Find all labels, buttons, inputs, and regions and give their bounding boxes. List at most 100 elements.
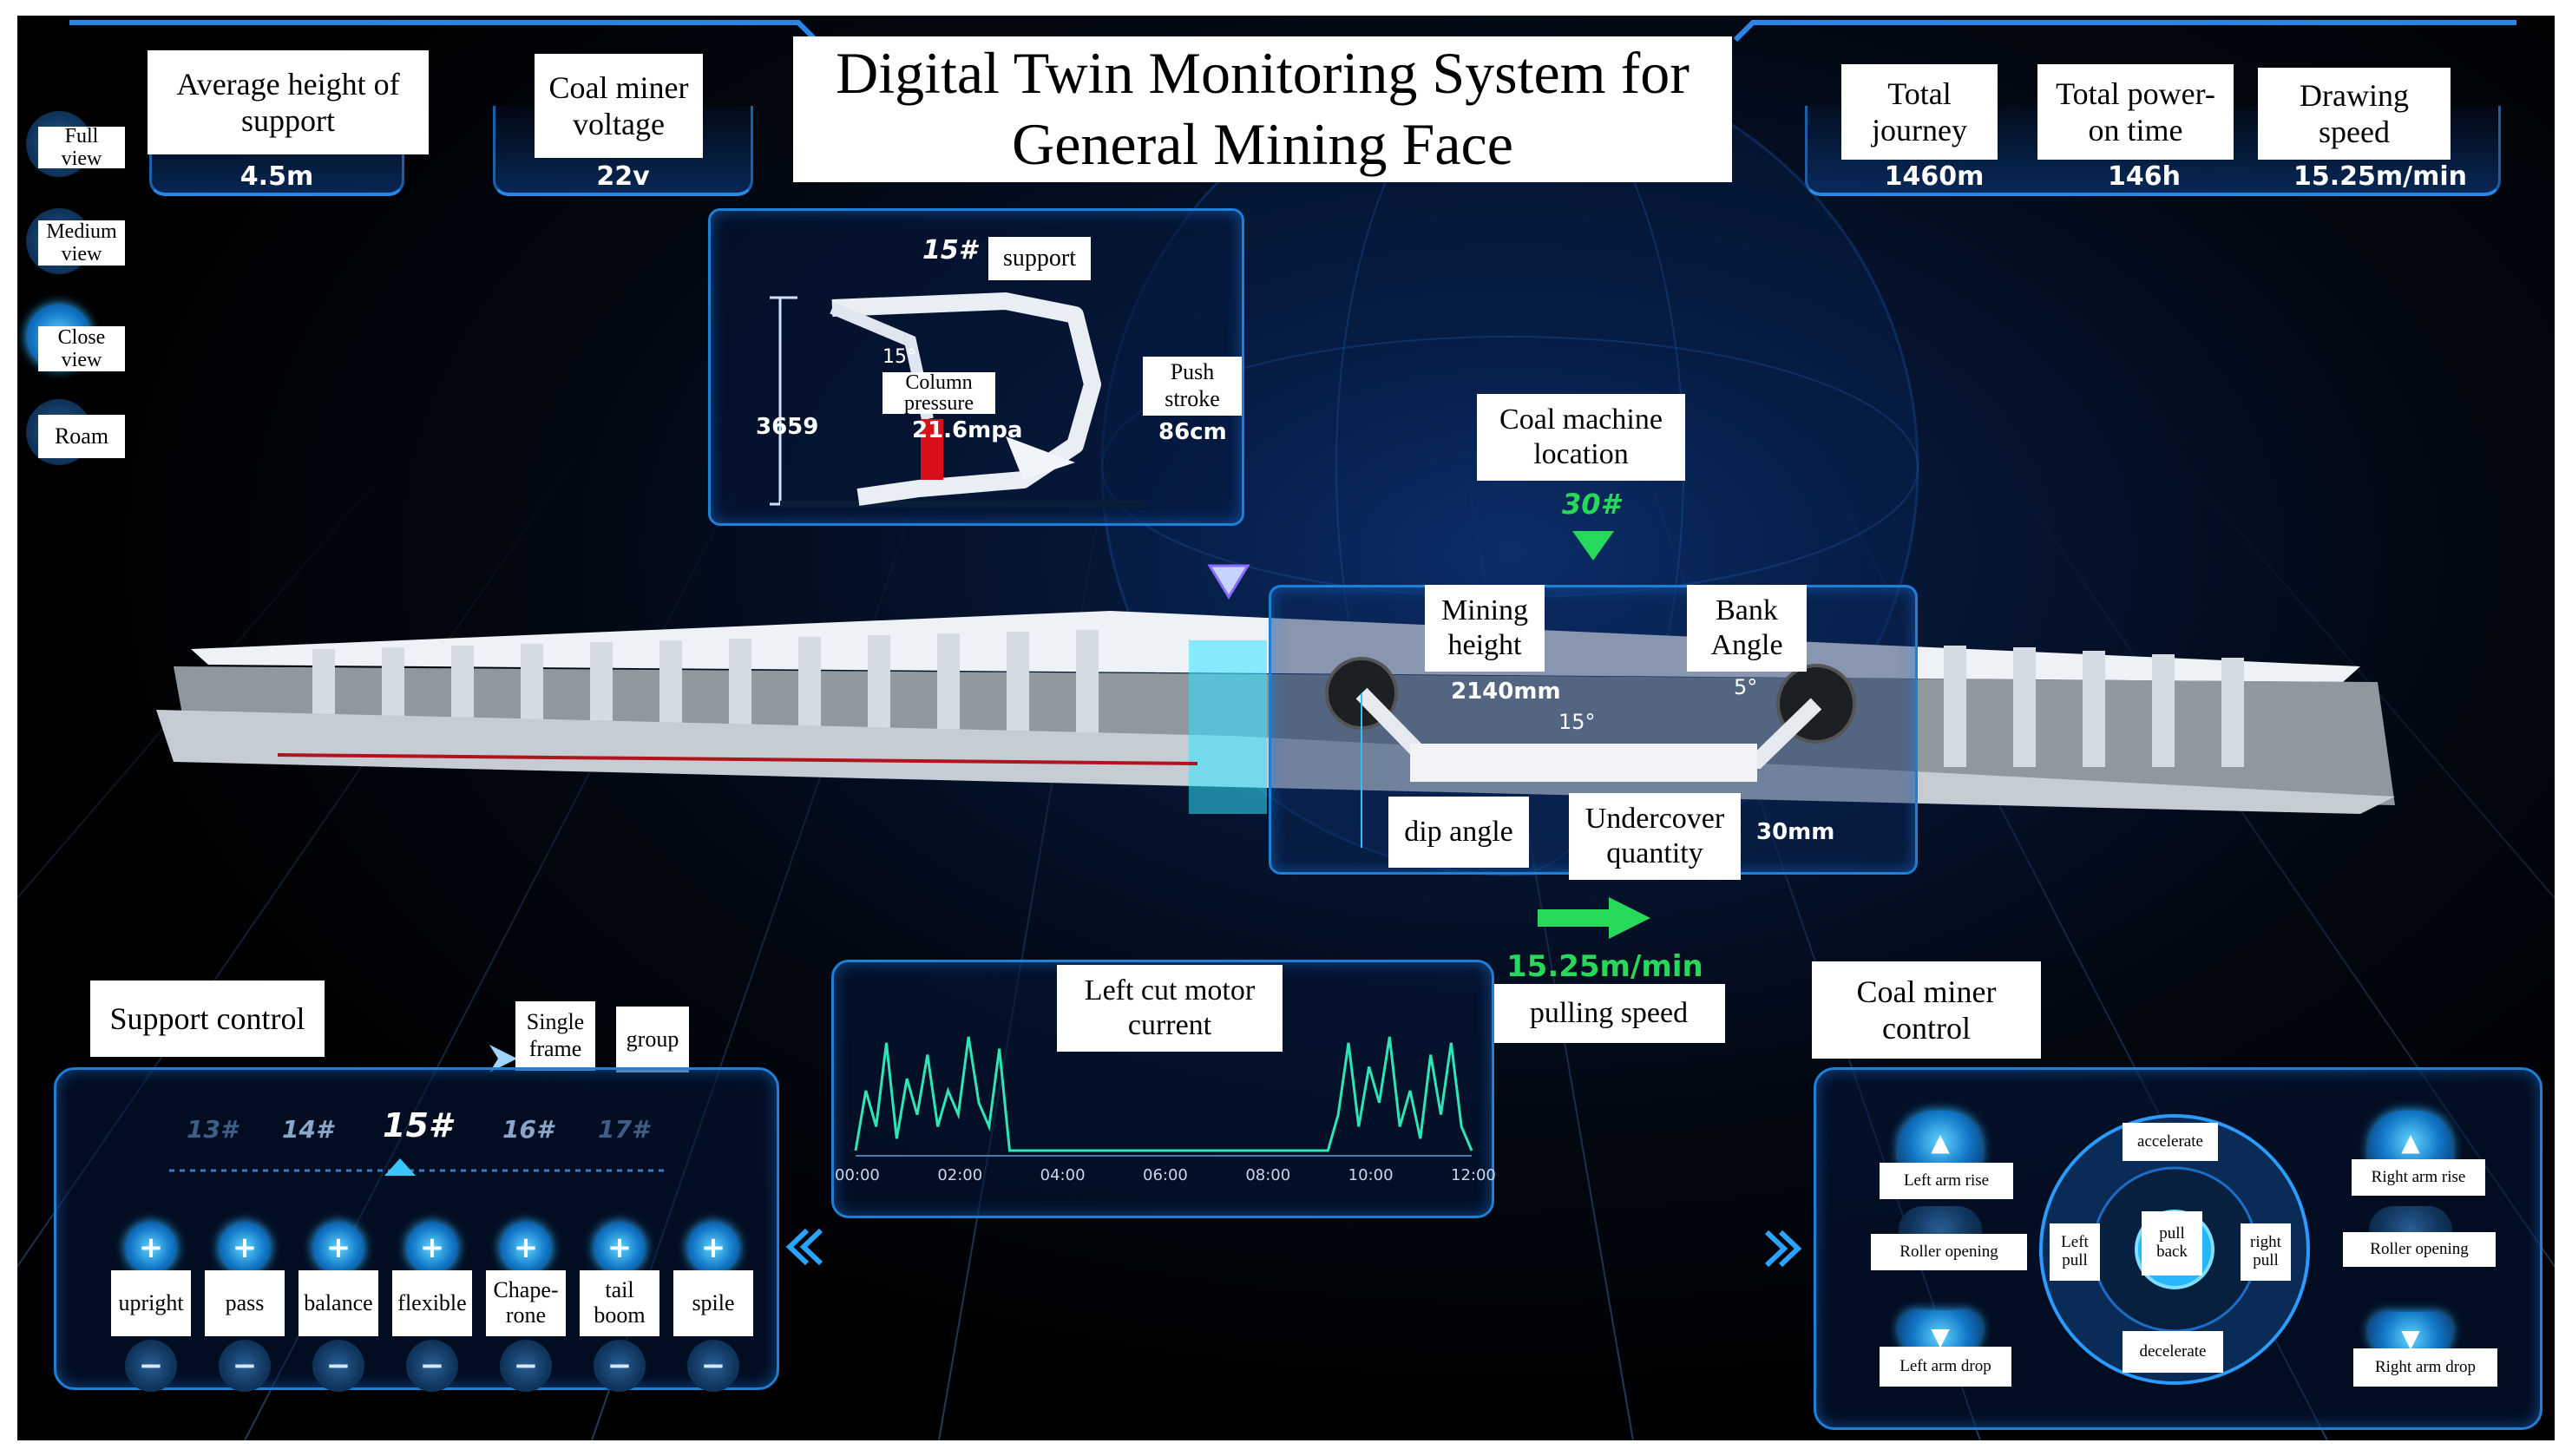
- support-plus-button[interactable]: +: [500, 1222, 552, 1274]
- total-journey-label: Total journey: [1841, 64, 1998, 160]
- support-plus-button[interactable]: +: [406, 1222, 458, 1274]
- drawing-speed-label: Drawing speed: [2258, 68, 2451, 160]
- roller-opening-left-button[interactable]: Roller opening: [1871, 1234, 2027, 1270]
- motor-current-line: [854, 1036, 1473, 1152]
- left-arm-rise-button[interactable]: Left arm rise: [1880, 1163, 2013, 1199]
- pull-back-button[interactable]: pull back: [2142, 1211, 2202, 1276]
- mode-arrow-icon: [489, 1045, 517, 1072]
- page-title: Digital Twin Monitoring System for Gener…: [793, 36, 1732, 182]
- coal-control-expand-icon[interactable]: [1762, 1227, 1814, 1270]
- motor-current-chart: [854, 1036, 1473, 1157]
- drawing-speed-value: 15.25m/min: [2293, 161, 2467, 192]
- full-view-button[interactable]: Full view: [38, 125, 125, 170]
- motor-current-title: Left cut motor current: [1057, 965, 1283, 1052]
- total-journey-value: 1460m: [1884, 161, 1985, 192]
- support-plus-button[interactable]: +: [125, 1222, 177, 1274]
- support-minus-button[interactable]: −: [312, 1340, 364, 1392]
- roller-opening-right-button[interactable]: Roller opening: [2343, 1232, 2496, 1267]
- motor-current-x-tick: 04:00: [1040, 1166, 1086, 1184]
- title-line-2: General Mining Face: [1012, 111, 1513, 177]
- support-control-title: Support control: [90, 981, 325, 1057]
- support-minus-button[interactable]: −: [594, 1340, 646, 1392]
- column-pressure-value: 21.6mpa: [912, 417, 1023, 443]
- right-arm-drop-button[interactable]: Right arm drop: [2353, 1348, 2497, 1387]
- support-action-label: tail boom: [580, 1270, 659, 1336]
- shearer-detail-panel: [1269, 585, 1918, 875]
- motor-current-x-tick: 02:00: [937, 1166, 983, 1184]
- frame-13[interactable]: 13#: [187, 1115, 238, 1144]
- dashboard-scene: Digital Twin Monitoring System for Gener…: [17, 16, 2555, 1440]
- pulling-speed-label: pulling speed: [1493, 984, 1725, 1043]
- total-power-on-label: Total power-on time: [2037, 64, 2234, 160]
- support-plus-button[interactable]: +: [687, 1222, 739, 1274]
- mining-height-value: 2140mm: [1451, 679, 1561, 705]
- single-frame-button[interactable]: Single frame: [515, 1001, 595, 1071]
- close-view-button[interactable]: Close view: [38, 326, 125, 371]
- frame-17[interactable]: 17#: [598, 1115, 649, 1144]
- average-height-value: 4.5m: [239, 161, 314, 192]
- support-action-label: spile: [673, 1270, 753, 1336]
- support-diagram: [770, 292, 1145, 508]
- left-arm-drop-button[interactable]: Left arm drop: [1880, 1347, 2011, 1387]
- frame-selector-track: [169, 1158, 664, 1176]
- motor-current-x-tick: 08:00: [1245, 1166, 1291, 1184]
- right-arm-rise-button[interactable]: Right arm rise: [2352, 1159, 2485, 1196]
- dip-angle-label: dip angle: [1388, 797, 1529, 868]
- bank-angle-label: Bank Angle: [1687, 585, 1807, 672]
- support-minus-button[interactable]: −: [406, 1340, 458, 1392]
- motor-current-x-tick: 12:00: [1451, 1166, 1496, 1184]
- support-action-label: pass: [205, 1270, 285, 1336]
- support-height-value: 3659: [756, 414, 819, 440]
- support-control-collapse-icon[interactable]: [772, 1225, 824, 1269]
- left-pull-button[interactable]: Left pull: [2050, 1223, 2100, 1281]
- motor-current-x-tick: 10:00: [1348, 1166, 1394, 1184]
- pulling-direction-arrow-icon: [1538, 897, 1650, 939]
- support-plus-button[interactable]: +: [219, 1222, 271, 1274]
- push-stroke-label: Push stroke: [1143, 357, 1242, 416]
- average-height-label: Average height of support: [148, 50, 429, 154]
- support-label: support: [988, 237, 1091, 280]
- total-power-on-value: 146h: [2108, 161, 2181, 192]
- coal-voltage-label: Coal miner voltage: [535, 54, 703, 158]
- medium-view-button[interactable]: Medium view: [38, 220, 125, 266]
- frame-14[interactable]: 14#: [282, 1115, 333, 1144]
- pulling-speed-value: 15.25m/min: [1506, 949, 1703, 984]
- push-stroke-value: 86cm: [1158, 419, 1227, 445]
- support-minus-button[interactable]: −: [125, 1340, 177, 1392]
- location-arrow-icon: [1572, 531, 1614, 561]
- dip-angle-value: 15°: [1558, 710, 1596, 734]
- mining-height-label: Mining height: [1425, 585, 1545, 672]
- coal-control-title: Coal miner control: [1812, 961, 2041, 1059]
- right-pull-button[interactable]: right pull: [2241, 1223, 2291, 1281]
- group-button[interactable]: group: [616, 1007, 689, 1072]
- motor-current-x-tick: 00:00: [835, 1166, 880, 1184]
- support-action-label: flexible: [392, 1270, 472, 1336]
- bank-angle-value: 5°: [1734, 675, 1758, 699]
- support-marker-icon: [1207, 564, 1250, 600]
- accelerate-button[interactable]: accelerate: [2123, 1123, 2218, 1161]
- support-minus-button[interactable]: −: [687, 1340, 739, 1392]
- frame-15[interactable]: 15#: [383, 1106, 452, 1144]
- coal-voltage-value: 22v: [596, 161, 650, 192]
- support-action-label: upright: [111, 1270, 191, 1336]
- frame-16[interactable]: 16#: [502, 1115, 554, 1144]
- column-pressure-label: Column pressure: [882, 372, 995, 414]
- support-control-panel: 13# 14# 15# 16# 17#: [54, 1067, 779, 1390]
- support-detail-panel: 15# support 15° 3659 Column pressure 21.…: [708, 208, 1244, 526]
- undercover-quantity-value: 30mm: [1756, 819, 1835, 845]
- decelerate-button[interactable]: decelerate: [2123, 1331, 2223, 1373]
- title-line-1: Digital Twin Monitoring System for: [836, 40, 1690, 107]
- support-minus-button[interactable]: −: [219, 1340, 271, 1392]
- roam-button[interactable]: Roam: [38, 415, 125, 458]
- support-number: 15#: [922, 235, 977, 266]
- coal-machine-location-value: 30#: [1562, 488, 1620, 521]
- support-plus-button[interactable]: +: [594, 1222, 646, 1274]
- support-action-label: balance: [299, 1270, 378, 1336]
- support-angle-value: 15°: [882, 346, 916, 368]
- support-plus-button[interactable]: +: [312, 1222, 364, 1274]
- support-minus-button[interactable]: −: [500, 1340, 552, 1392]
- motor-current-x-tick: 06:00: [1143, 1166, 1188, 1184]
- support-action-label: Chape-rone: [486, 1270, 566, 1336]
- undercover-quantity-label: Undercover quantity: [1569, 793, 1741, 880]
